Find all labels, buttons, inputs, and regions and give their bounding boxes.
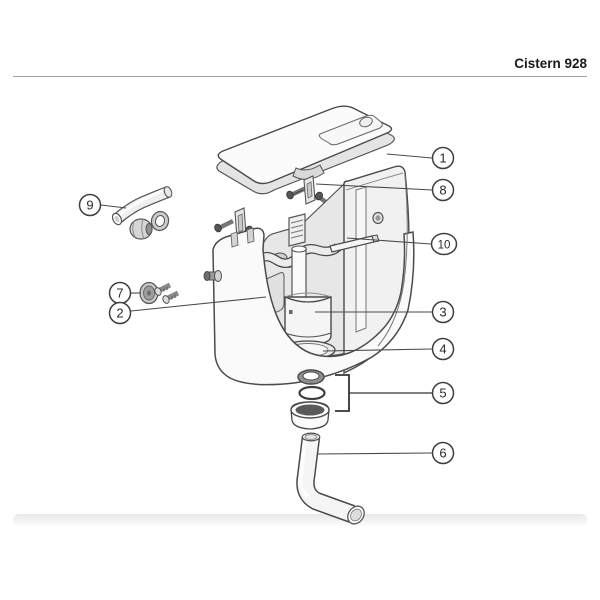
page-title: Cistern 928 xyxy=(514,56,587,71)
sealing-cup xyxy=(290,401,330,430)
seal-kit xyxy=(290,369,330,430)
callout-9-number: 9 xyxy=(86,198,93,213)
seal-kit-bracket xyxy=(335,374,350,412)
callout-7-number: 7 xyxy=(116,286,123,301)
back-wall-channel xyxy=(355,186,367,333)
callout-10-number: 10 xyxy=(438,240,451,252)
footer-shadow-band xyxy=(13,514,587,526)
screw-head xyxy=(314,191,324,201)
callout-5-number: 5 xyxy=(439,386,446,401)
flush-valve xyxy=(284,292,332,346)
button-screw xyxy=(154,287,162,296)
screw-head xyxy=(286,190,294,200)
flush-pipe xyxy=(296,432,365,525)
button-screw xyxy=(162,295,170,304)
callout-6: 6 xyxy=(431,441,455,465)
callout-1: 1 xyxy=(431,146,455,170)
inlet-hose-assembly xyxy=(111,186,173,240)
callout-3: 3 xyxy=(431,300,455,324)
rim-clip-slot xyxy=(246,227,255,244)
rim-clip-slot xyxy=(230,231,239,248)
push-button-assembly xyxy=(139,281,180,305)
o-ring xyxy=(298,385,326,401)
side-stud xyxy=(203,270,222,282)
lid-clip-hook xyxy=(292,164,325,180)
callout-5: 5 xyxy=(431,381,455,405)
screw-head xyxy=(214,223,222,233)
callout-2-number: 2 xyxy=(116,306,123,321)
callout-9: 9 xyxy=(78,193,102,217)
callout-badges: 1 8 10 3 4 5 6 9 xyxy=(78,146,458,465)
cistern-lid xyxy=(216,105,395,195)
callout-10: 10 xyxy=(430,232,458,256)
callout-6-number: 6 xyxy=(439,446,446,461)
callout-1-number: 1 xyxy=(439,151,446,166)
callout-8-number: 8 xyxy=(439,183,446,198)
callout-4: 4 xyxy=(431,337,455,361)
callout-7: 7 xyxy=(108,281,132,305)
body-front-shell xyxy=(212,227,415,386)
callout-3-number: 3 xyxy=(439,305,446,320)
header-divider xyxy=(13,76,587,77)
callout-4-number: 4 xyxy=(439,342,446,357)
lid-button-hole xyxy=(359,116,373,128)
callout-2: 2 xyxy=(108,301,132,325)
callout-8: 8 xyxy=(431,178,455,202)
leader-lines xyxy=(100,153,433,455)
